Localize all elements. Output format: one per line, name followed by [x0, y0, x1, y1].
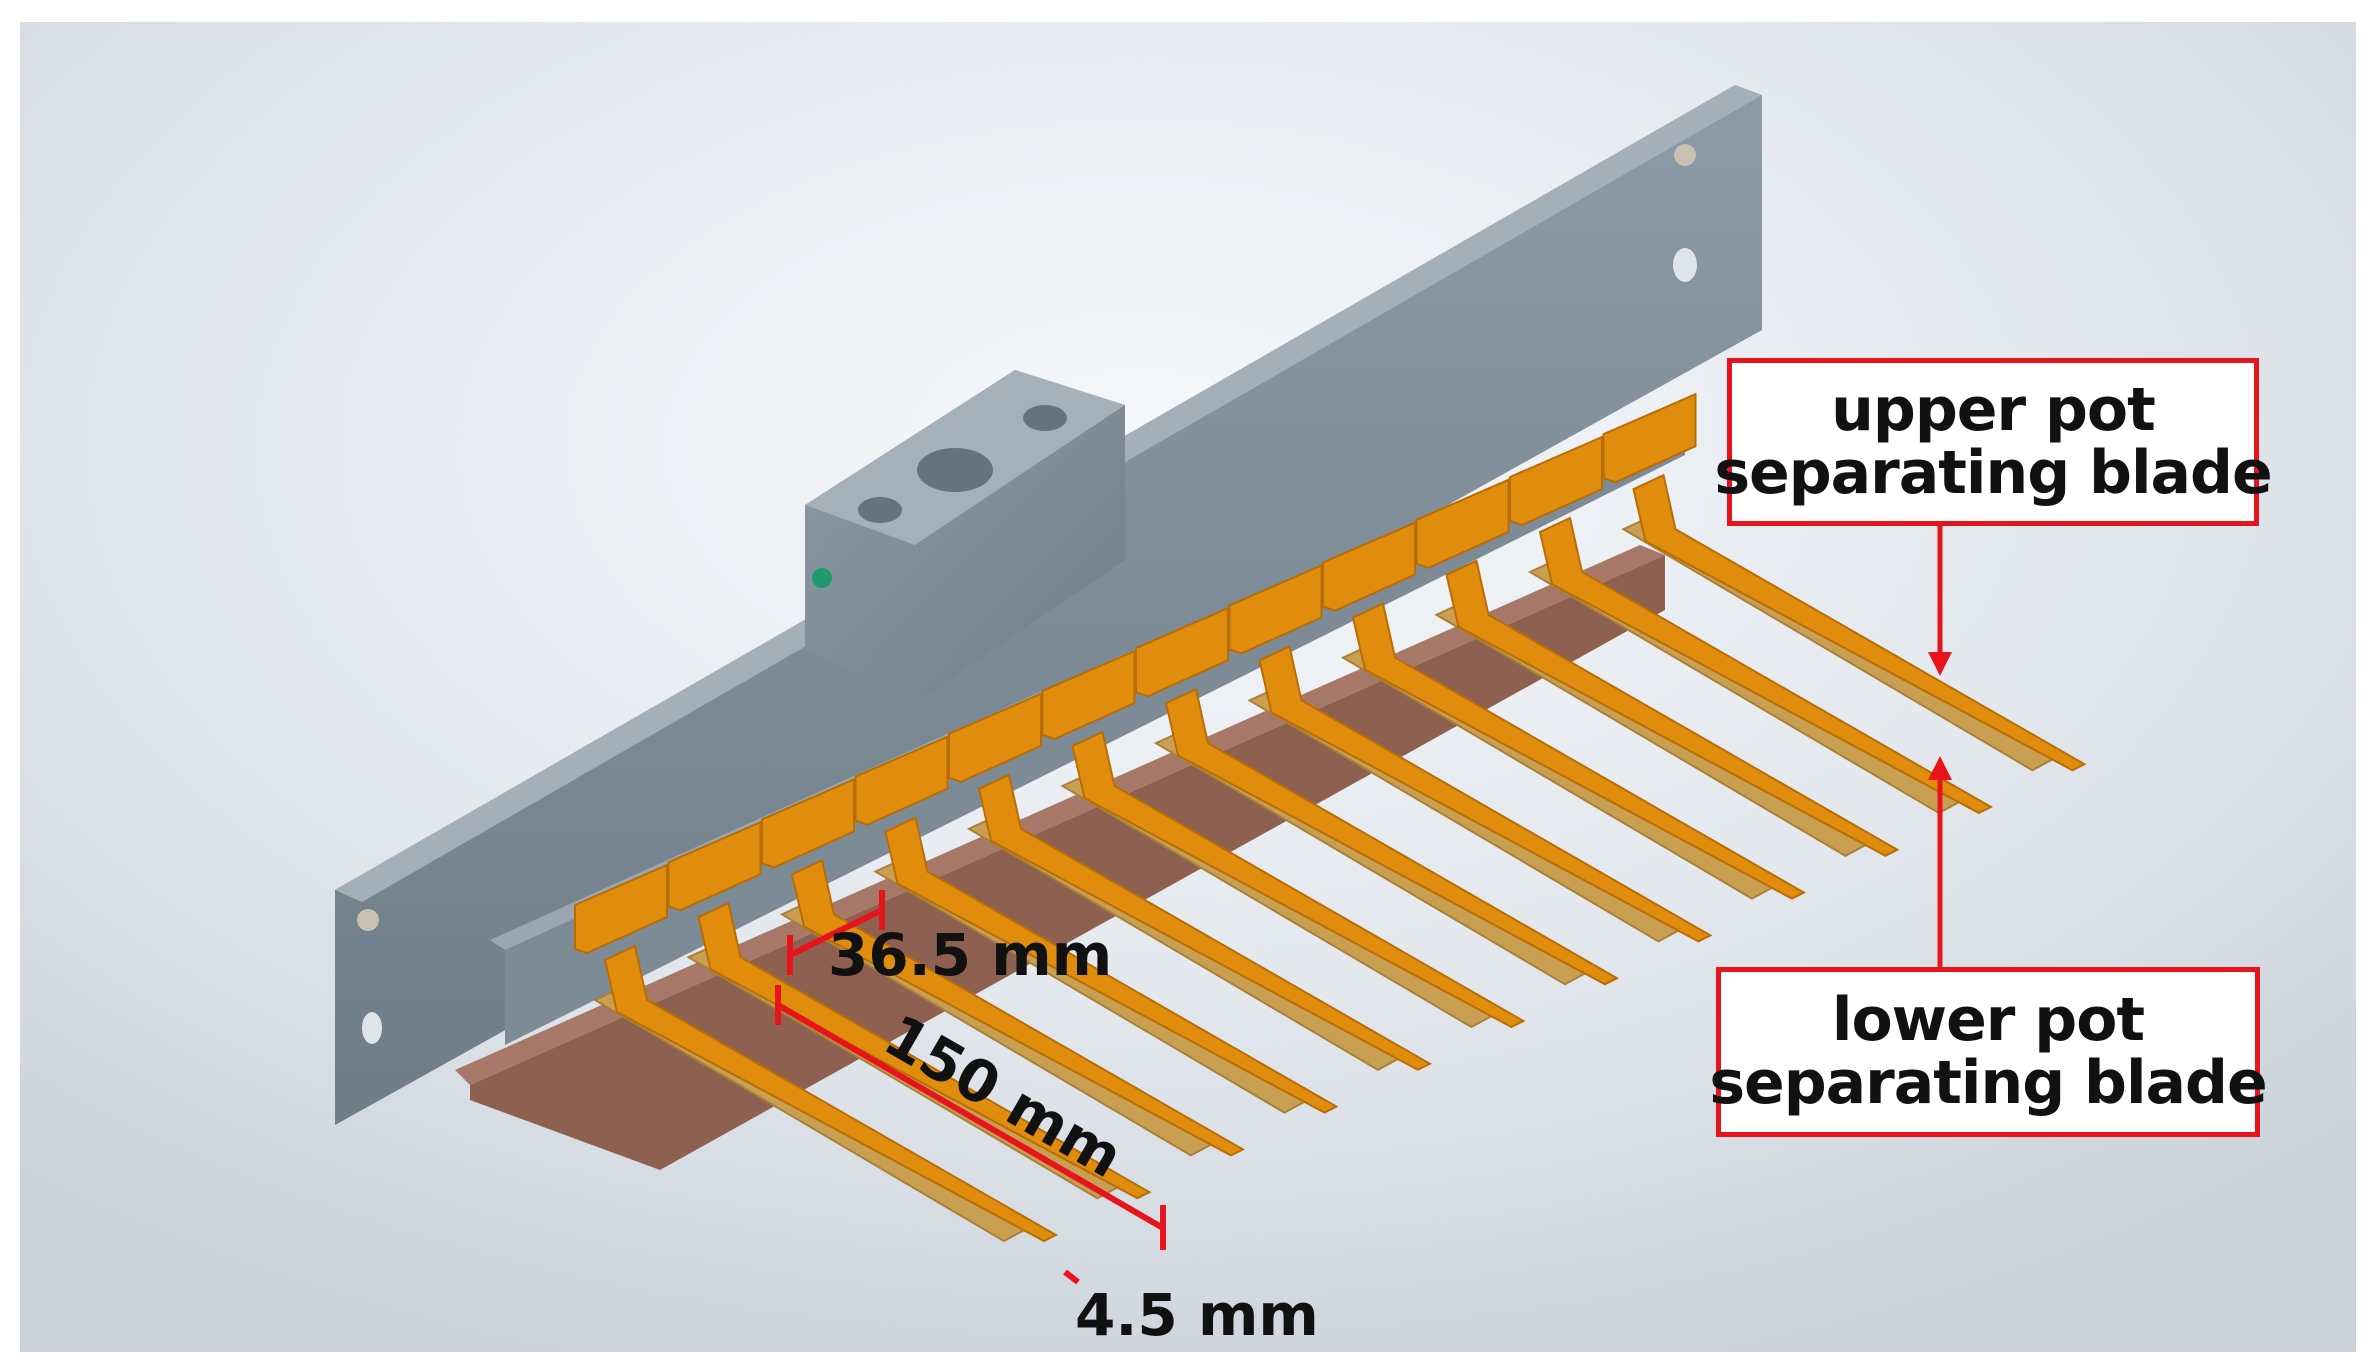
lower-blade-label-line1: lower pot	[1831, 985, 2145, 1055]
lower-callout-arrow	[1928, 756, 1952, 967]
upper-blade-label: upper pot separating blade	[1714, 358, 2273, 526]
upper-blade-label-line2: separating blade	[1714, 438, 2272, 508]
upper-blade-label-line1: upper pot	[1831, 375, 2156, 445]
pitch-label: 36.5 mm	[828, 921, 1112, 989]
gap-label: 4.5 mm	[1075, 1281, 1319, 1349]
block-hole	[1023, 405, 1067, 431]
upper-blade	[977, 773, 1433, 1071]
lower-blade-label-line2: separating blade	[1709, 1048, 2267, 1118]
upper-blade	[1538, 516, 1994, 815]
upper-blade	[1351, 602, 1807, 900]
upper-blade-tab	[1135, 606, 1229, 698]
upper-blade	[697, 901, 1152, 1200]
upper-blade-tab	[948, 692, 1042, 783]
frame-bolt	[357, 909, 379, 931]
upper-blade-tab	[1602, 392, 1697, 484]
frame-hole	[362, 1012, 382, 1044]
lower-blade-label: lower pot separating blade	[1709, 967, 2268, 1137]
upper-blade	[790, 858, 1246, 1157]
frame-bolt	[1674, 144, 1696, 166]
dimension-pitch: 36.5 mm	[787, 890, 1112, 989]
dimension-gap: 4.5 mm	[1063, 1269, 1319, 1349]
block-hole	[917, 448, 993, 492]
upper-blade	[1071, 730, 1526, 1029]
upper-blade-tab	[761, 777, 855, 869]
block-hole	[858, 497, 902, 523]
upper-blade-tab	[574, 863, 668, 955]
upper-blade-tab	[1041, 649, 1136, 741]
upper-blade-tab	[667, 820, 762, 912]
upper-blade	[1632, 473, 2087, 772]
upper-blade-tab	[854, 735, 949, 826]
upper-blade	[884, 816, 1339, 1114]
upper-blade	[1445, 559, 1900, 857]
base-plate-top	[455, 545, 1665, 1085]
green-fitting	[812, 568, 832, 588]
upper-blade-tab	[1415, 478, 1510, 569]
upper-callout-arrow	[1928, 526, 1952, 676]
frame-hole	[1673, 248, 1697, 282]
blade-array	[574, 392, 2087, 1243]
upper-blade	[1164, 687, 1620, 986]
upper-blade-tab	[1509, 435, 1603, 527]
upper-blade-tab	[1228, 563, 1323, 655]
upper-blade-tab	[1322, 521, 1416, 612]
upper-blade	[1258, 644, 1713, 943]
upper-blade	[603, 944, 1059, 1243]
